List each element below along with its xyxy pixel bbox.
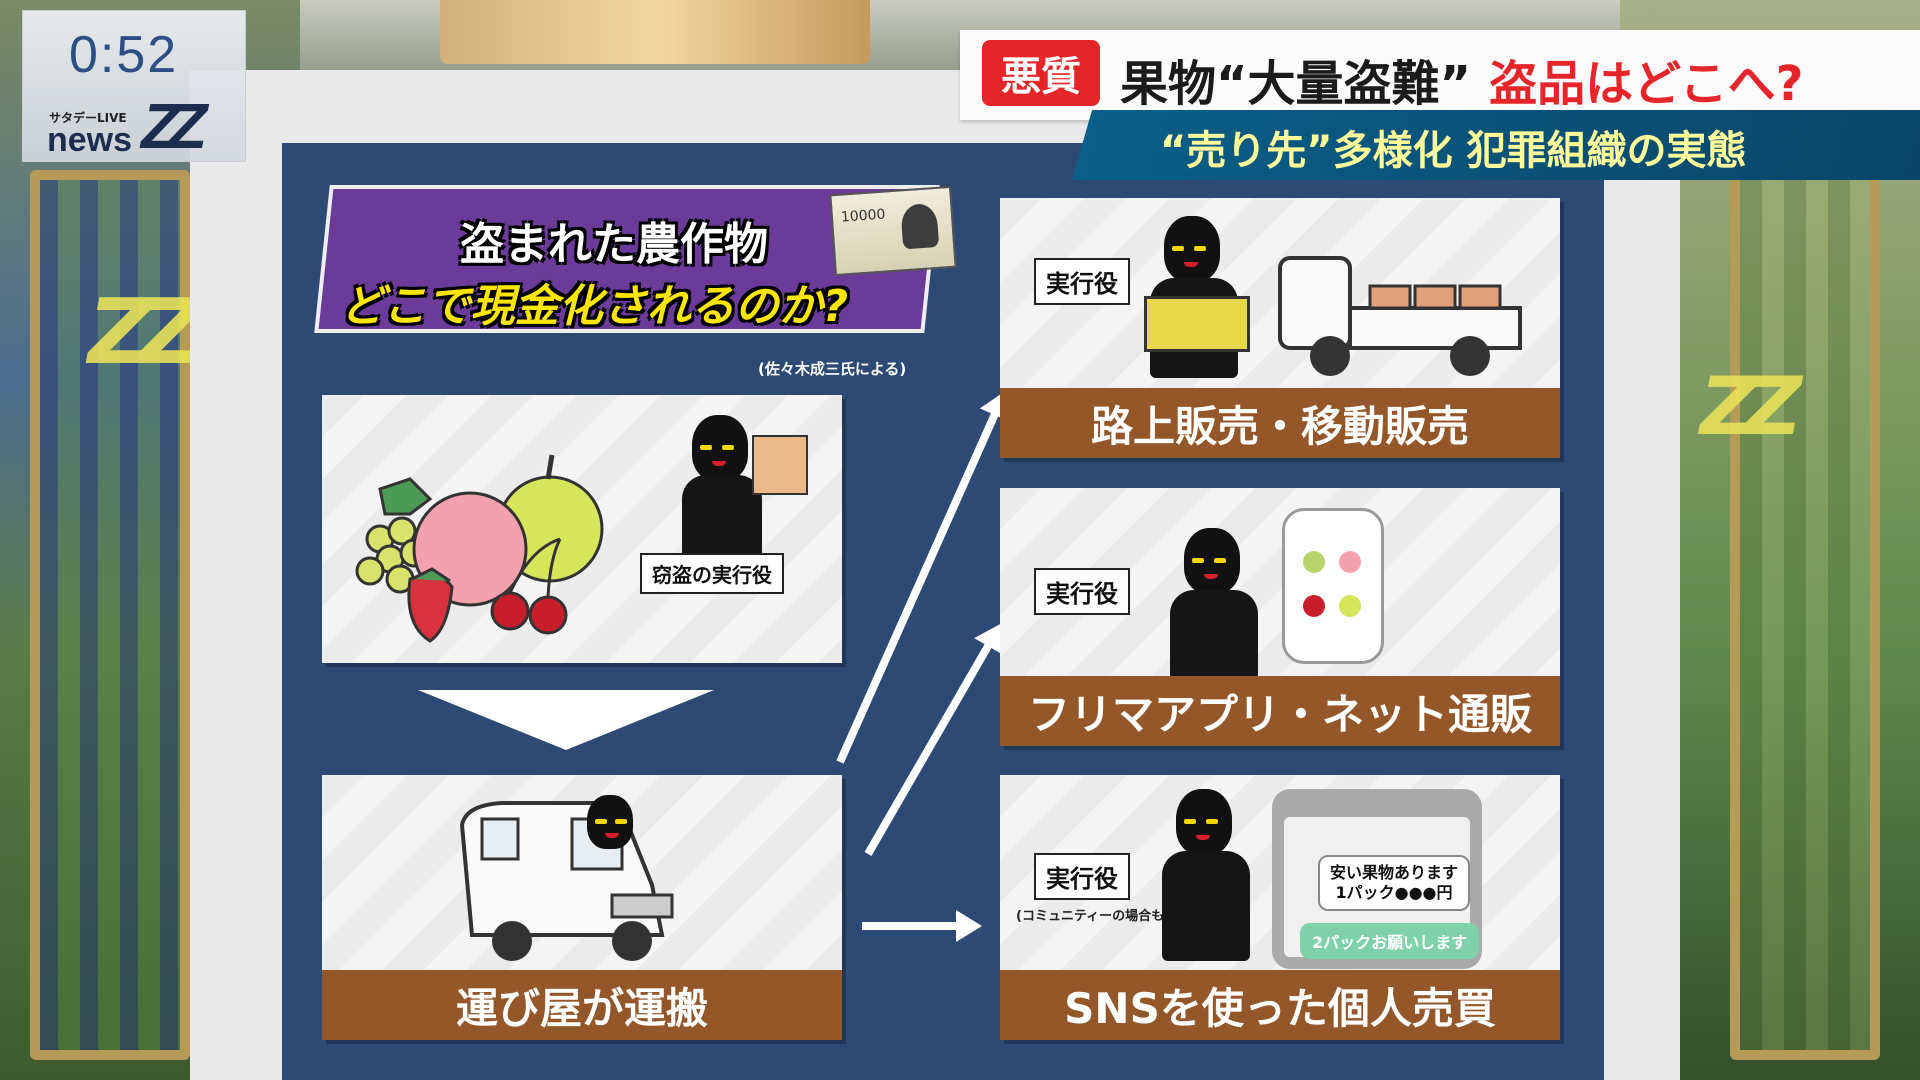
transport-label: 運び屋が運搬 [322,970,842,1040]
headline-bar: 悪質 果物“大量盗難” 盗品はどこへ? [960,30,1920,120]
show-zz-logo: ZZ [141,90,207,162]
headline-tag: 悪質 [982,40,1100,106]
headline-main-text: 果物“大量盗難” [1120,56,1472,112]
headline-red-text: 盗品はどこへ? [1489,56,1804,112]
theft-role-label: 窃盗の実行役 [640,553,784,594]
fruit-crate-icon [1144,296,1250,352]
peach-icon [1339,551,1361,573]
board-title-line2: どこで現金化されるのか? [340,281,849,332]
subheadline-text: “売り先”多様化 犯罪組織の実態 [1160,128,1747,174]
cherry-icon [1303,595,1325,617]
sns-community-note: (コミュニティーの場合も) [1016,909,1171,924]
clock-time: 0:52 [69,26,179,84]
street-role-label: 実行役 [1034,258,1130,305]
show-news-logo: news [47,121,133,159]
studio-background-right [1620,0,1920,1080]
window-frame-left [30,170,190,1060]
banknote-portrait [900,202,940,250]
chat-message-offer: 安い果物あります 1パック●●●円 [1318,855,1471,911]
studio-lamp [440,0,870,64]
headline-main: 果物“大量盗難” 盗品はどこへ? [1120,44,1804,114]
app-sales-label: フリマアプリ・ネット通販 [1000,676,1560,746]
sns-sales-panel: 実行役 (コミュニティーの場合も) 安い果物あります 1パック●●●円 2パック… [1000,775,1560,1040]
transport-panel: 運び屋が運搬 [322,775,842,1040]
theft-panel: 窃盗の実行役 [322,395,842,663]
sns-role-label: 実行役 [1034,853,1130,900]
app-role-label: 実行役 [1034,568,1130,615]
zz-decoration-right: ZZ [1700,360,1802,453]
van-illustration [459,801,674,961]
fruit-illustration [355,454,604,643]
truck-illustration [1278,256,1522,376]
banknote-illustration: 10000 [829,185,957,277]
banknote-number: 10000 [840,206,886,226]
smartphone-icon [1282,508,1384,664]
chat-message-reply: 2パックお願いします [1300,923,1480,959]
show-subtitle: サタデーLIVE [49,111,127,125]
chat-message-line2: 1パック●●●円 [1335,883,1453,902]
street-sales-label: 路上販売・移動販売 [1000,388,1560,458]
street-sales-panel: 実行役 路上販売・移動販売 [1000,198,1560,458]
sns-sales-label: SNSを使った個人売買 [1000,970,1560,1040]
source-credit: (佐々木成三氏による) [758,360,907,378]
box-icon [752,435,808,495]
apple-icon [1339,595,1361,617]
down-arrow [418,690,714,750]
zz-decoration-left: ZZ [88,280,204,385]
board-title-line1: 盗まれた農作物 [460,219,768,270]
cherry-icon [490,537,568,635]
clock-box: 0:52 サタデーLIVE news ZZ [22,10,246,162]
window-frame-right [1730,170,1880,1060]
grape-icon [1303,551,1325,573]
arrow-to-sns [862,910,982,942]
strawberry-icon [407,567,454,643]
chat-message-line1: 安い果物あります [1330,863,1459,882]
app-sales-panel: 実行役 フリマアプリ・ネット通販 [1000,488,1560,746]
